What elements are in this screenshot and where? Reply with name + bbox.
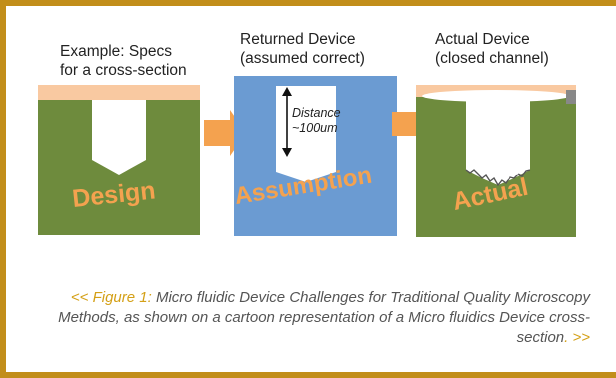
- actual-void: [520, 161, 524, 165]
- caption-text: Micro fluidic Device Challenges for Trad…: [58, 289, 590, 346]
- design-panel-title: Example: Specs for a cross-section: [60, 43, 187, 79]
- assumption-channel: [276, 86, 336, 182]
- distance-label: Distance ~100um: [292, 106, 341, 135]
- design-channel: [92, 100, 146, 175]
- distance-arrow-top-head: [282, 87, 292, 96]
- figure-caption: << Figure 1: Micro fluidic Device Challe…: [30, 288, 590, 348]
- caption-figure-label: Figure 1:: [92, 289, 152, 306]
- actual-closed-gap: [422, 90, 570, 102]
- actual-void: [513, 169, 519, 175]
- actual-rough-edge: [465, 169, 531, 187]
- design-cover-layer: [38, 85, 200, 100]
- actual-void: [470, 156, 478, 164]
- actual-channel: [466, 100, 530, 185]
- caption-close-marker: . >>: [564, 329, 590, 346]
- caption-open-marker: <<: [70, 289, 93, 306]
- distance-arrow-bottom-head: [282, 148, 292, 157]
- actual-void: [500, 171, 510, 181]
- assumption-panel-title: Returned Device (assumed correct): [240, 31, 365, 67]
- actual-panel-title: Actual Device (closed channel): [435, 31, 549, 67]
- actual-gap-edge: [566, 90, 576, 104]
